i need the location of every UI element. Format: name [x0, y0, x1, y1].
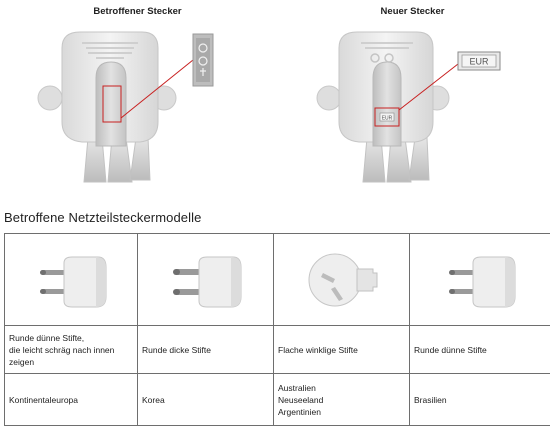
region-line: Neuseeland: [278, 394, 324, 405]
table-row-descriptions: Runde dünne Stifte, die leicht schräg na…: [4, 325, 550, 374]
comparison-photos: Betroffener Stecker: [0, 0, 550, 200]
table-row-regions: Kontinentaleuropa Korea Australien Neuse…: [4, 373, 550, 426]
description-line: Runde dicke Stifte: [142, 344, 211, 355]
description-line: zeigen: [9, 356, 35, 367]
region-line: Australien: [278, 382, 316, 393]
description-cell: Runde dicke Stifte: [137, 325, 274, 374]
table-row-images: [4, 233, 550, 326]
region-cell: Brasilien: [409, 373, 550, 426]
plug-image-cell: [137, 233, 274, 326]
description-line: Flache winklige Stifte: [278, 344, 358, 355]
plug-round-thick-image: [172, 256, 241, 307]
plug-image-cell: [273, 233, 410, 326]
region-line: Korea: [142, 394, 165, 405]
plug-flat-angled-image: [308, 253, 377, 306]
new-plug-panel: Neuer Stecker: [275, 0, 550, 200]
region-line: Brasilien: [414, 394, 447, 405]
section-title: Betroffene Netzteilsteckermodelle: [4, 210, 202, 225]
small-marking-label: EUR: [382, 116, 393, 122]
description-line: die leicht schräg nach innen: [9, 344, 115, 355]
plug-image-cell: [4, 233, 138, 326]
description-cell: Flache winklige Stifte: [273, 325, 410, 374]
description-line: Runde dünne Stifte,: [9, 332, 85, 343]
new-plug-photo: EUR EUR: [316, 31, 501, 183]
region-line: Argentinien: [278, 406, 322, 417]
plug-image-cell: [409, 233, 550, 326]
region-cell: Kontinentaleuropa: [4, 373, 138, 426]
affected-plug-photo: [37, 31, 214, 183]
description-line: Runde dünne Stifte: [414, 344, 487, 355]
region-line: Kontinentaleuropa: [9, 394, 79, 405]
plug-models-table: Runde dünne Stifte, die leicht schräg na…: [4, 233, 550, 426]
new-plug-title: Neuer Stecker: [380, 6, 445, 17]
description-cell: Runde dünne Stifte, die leicht schräg na…: [4, 325, 138, 374]
affected-plug-panel: Betroffener Stecker: [0, 0, 275, 200]
region-cell: Australien Neuseeland Argentinien: [273, 373, 410, 426]
zoomed-marking-label: EUR: [469, 57, 489, 67]
plug-round-thin-angled-image: [40, 256, 107, 307]
description-cell: Runde dünne Stifte: [409, 325, 550, 374]
affected-plug-title: Betroffener Stecker: [93, 6, 182, 17]
region-cell: Korea: [137, 373, 274, 426]
plug-round-thin-image: [449, 256, 516, 307]
